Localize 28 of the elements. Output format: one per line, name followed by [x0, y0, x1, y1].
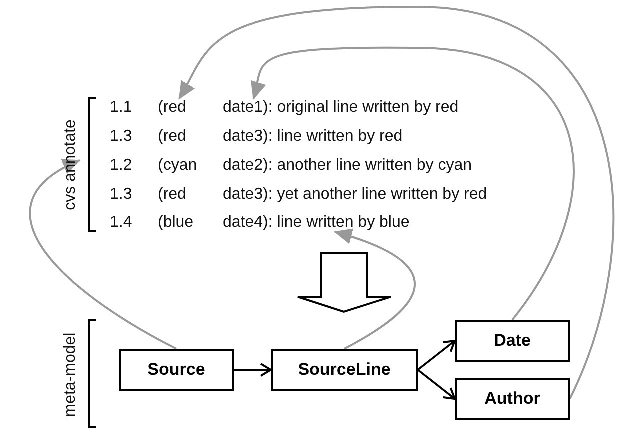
- arrow: [250, 46, 575, 321]
- arrow: [178, 6, 614, 400]
- vertical-label: cvs annotate: [62, 120, 80, 210]
- annotation-text: date3): yet another line written by red: [223, 186, 488, 204]
- annotation-text: (blue: [158, 214, 194, 232]
- annotation-text: 1.3: [110, 186, 132, 204]
- class-box: SourceLine: [271, 349, 418, 391]
- annotation-text: 1.3: [110, 128, 132, 146]
- arrow: [334, 230, 416, 350]
- class-box: Author: [455, 378, 570, 420]
- annotation-text: (red: [158, 99, 186, 117]
- annotation-text: date1): original line written by red: [223, 99, 459, 117]
- annotation-text: date4): line written by blue: [223, 214, 410, 232]
- annotation-text: date2): another line written by cyan: [223, 157, 472, 175]
- annotation-text: date3): line written by red: [223, 128, 403, 146]
- annotation-text: 1.2: [110, 157, 132, 175]
- annotation-text: 1.4: [110, 214, 132, 232]
- annotation-text: (red: [158, 186, 186, 204]
- annotation-text: (cyan: [158, 157, 198, 175]
- arrow: [417, 340, 456, 371]
- arrow: [29, 160, 177, 350]
- annotation-text: (red: [158, 128, 186, 146]
- vertical-label: meta-model: [62, 332, 80, 418]
- annotation-text: 1.1: [110, 99, 132, 117]
- class-box: Date: [455, 320, 570, 362]
- arrow: [417, 369, 456, 400]
- class-box: Source: [119, 349, 234, 391]
- arrow: [234, 363, 272, 377]
